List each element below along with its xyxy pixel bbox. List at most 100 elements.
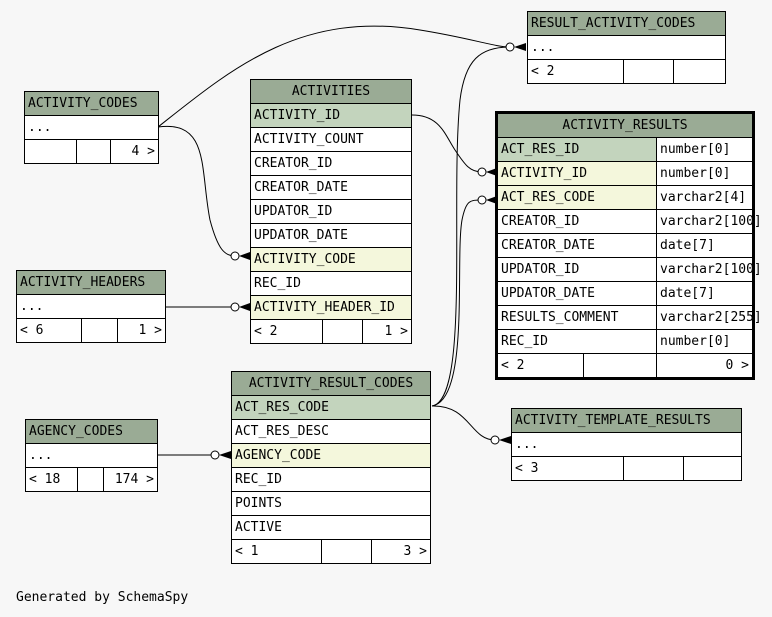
column-name: CREATOR_DATE (498, 234, 657, 257)
table-activity-template-results[interactable]: ACTIVITY_TEMPLATE_RESULTS ... < 3 (511, 408, 742, 481)
parents-count: < 1 (232, 540, 322, 563)
column-name: RESULTS_COMMENT (498, 306, 657, 329)
footer-spacer (584, 354, 657, 377)
ellipsis-row: ... (28, 120, 52, 135)
table-title: ACTIVITIES (291, 84, 371, 99)
parents-count: < 2 (498, 354, 584, 377)
table-row: REC_ID (232, 467, 430, 491)
table-row: POINTS (232, 491, 430, 515)
table-footer: < 2 0 > (498, 353, 752, 377)
column-name: REC_ID (235, 472, 282, 487)
table-row: ... (512, 432, 741, 456)
children-count: 0 > (725, 358, 749, 373)
column-name: ACTIVITY_HEADER_ID (254, 300, 395, 315)
column-name: UPDATOR_DATE (498, 282, 657, 305)
column-name: AGENCY_CODE (235, 448, 322, 463)
table-header: ACTIVITY_HEADERS (17, 271, 165, 294)
table-row: ACTIVE (232, 515, 430, 539)
table-title: AGENCY_CODES (29, 424, 123, 439)
edge-end-circle (230, 302, 240, 312)
column-type: date[7] (660, 286, 715, 301)
column-name: ACTIVITY_CODE (254, 252, 356, 267)
table-row: UPDATOR_DATE (251, 223, 411, 247)
column-type: number[0] (660, 166, 731, 181)
table-row: ACTIVITY_COUNT (251, 127, 411, 151)
parents-count: < 2 (251, 320, 323, 343)
table-agency-codes[interactable]: AGENCY_CODES ... < 18 174 > (25, 419, 158, 492)
table-footer: < 18 174 > (26, 467, 157, 491)
footer-spacer (323, 320, 363, 343)
table-row: ... (26, 443, 157, 467)
column-type: varchar2[100] (660, 214, 762, 229)
table-row: CREATOR_DATE (251, 175, 411, 199)
table-title: ACTIVITY_RESULTS (562, 118, 688, 133)
children-count: 1 > (384, 324, 408, 339)
column-name: UPDATOR_ID (498, 258, 657, 281)
table-footer: < 1 3 > (232, 539, 430, 563)
column-name: ACT_RES_CODE (498, 186, 657, 209)
table-footer: < 2 (528, 59, 725, 83)
table-activity-codes[interactable]: ACTIVITY_CODES ... 4 > (24, 91, 159, 164)
column-name: CREATOR_DATE (254, 180, 348, 195)
parents-count: < 18 (26, 468, 78, 491)
table-row: REC_ID (251, 271, 411, 295)
column-name: ACT_RES_DESC (235, 424, 329, 439)
table-footer: < 6 1 > (17, 318, 165, 342)
column-name: POINTS (235, 496, 282, 511)
ellipsis-row: ... (531, 40, 555, 55)
edge-end-circle (477, 167, 487, 177)
edge-end-circle (210, 450, 220, 460)
table-title: ACTIVITY_RESULT_CODES (248, 376, 414, 391)
column-name: ACTIVITY_ID (254, 108, 341, 123)
edge-arrow (239, 303, 250, 311)
ellipsis-row: ... (515, 437, 539, 452)
footer-spacer (78, 468, 104, 491)
table-activity-headers[interactable]: ACTIVITY_HEADERS ... < 6 1 > (16, 270, 166, 343)
children-count (674, 60, 725, 83)
ellipsis-row: ... (29, 448, 53, 463)
table-header: RESULT_ACTIVITY_CODES (528, 12, 725, 35)
edge-end-circle (490, 435, 500, 445)
column-name: CREATOR_ID (254, 156, 333, 171)
children-count: 174 > (114, 472, 154, 487)
table-header: ACTIVITY_RESULT_CODES (232, 372, 430, 395)
footer-spacer (322, 540, 372, 563)
table-activities[interactable]: ACTIVITIES ACTIVITY_ID ACTIVITY_COUNT CR… (250, 79, 412, 344)
table-row: ... (528, 35, 725, 59)
column-type: number[0] (660, 142, 731, 157)
column-name: ACTIVITY_COUNT (254, 132, 364, 147)
column-name: ACT_RES_ID (498, 138, 657, 161)
table-header: ACTIVITIES (251, 80, 411, 103)
column-name: CREATOR_ID (498, 210, 657, 233)
column-type: number[0] (660, 334, 731, 349)
column-name: UPDATOR_ID (254, 204, 333, 219)
edge-activity-codes-activities (157, 125, 236, 257)
parents-count: < 6 (17, 319, 82, 342)
edge-arrow (239, 252, 250, 260)
table-row: ... (17, 294, 165, 318)
generator-credit: Generated by SchemaSpy (16, 590, 189, 605)
table-result-activity-codes[interactable]: RESULT_ACTIVITY_CODES ... < 2 (527, 11, 726, 84)
edge-result-codes-template-results (431, 405, 496, 441)
table-activity-result-codes[interactable]: ACTIVITY_RESULT_CODES ACT_RES_CODE ACT_R… (231, 371, 431, 564)
parents-count (25, 140, 77, 163)
footer-spacer (77, 140, 111, 163)
ellipsis-row: ... (20, 299, 44, 314)
column-name: ACTIVE (235, 520, 282, 535)
column-type: varchar2[4] (660, 190, 747, 205)
table-title: ACTIVITY_CODES (28, 96, 138, 111)
children-count: 4 > (131, 144, 155, 159)
parents-count: < 3 (512, 457, 624, 480)
table-row: ACTIVITY_HEADER_ID (251, 295, 411, 319)
table-row: ACT_RES_CODE (232, 395, 430, 419)
children-count (684, 457, 741, 480)
